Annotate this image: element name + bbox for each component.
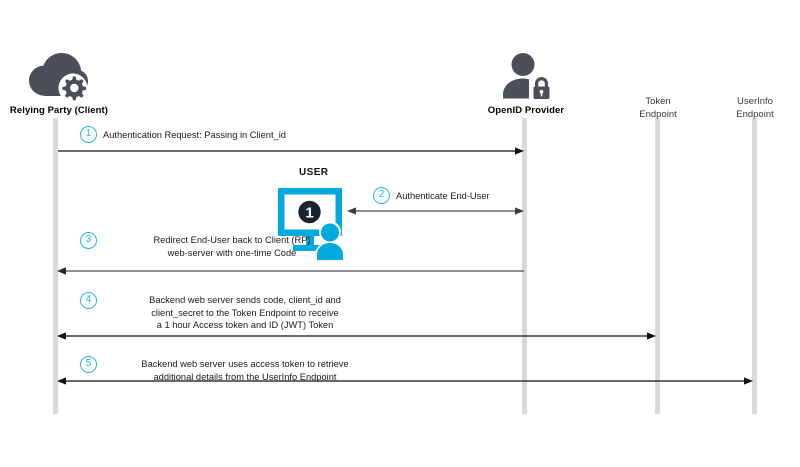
actor-openid-provider: OpenID Provider bbox=[467, 105, 585, 116]
message-label-2: Authenticate End-User bbox=[396, 191, 490, 201]
arrow-message-3 bbox=[57, 267, 524, 275]
arrow-message-2 bbox=[347, 207, 524, 215]
actor-relying-party: Relying Party (Client) bbox=[0, 105, 118, 116]
message-label-5: Backend web server uses access token to … bbox=[141, 359, 349, 382]
step-number-2: 2 bbox=[373, 187, 390, 204]
arrow-message-1 bbox=[58, 147, 524, 155]
lifeline-userinfo-endpoint bbox=[752, 118, 757, 414]
step-number-1: 1 bbox=[80, 126, 97, 143]
actor-label-token-endpoint: Token Endpoint bbox=[608, 95, 708, 121]
actor-label-openid-provider: OpenID Provider bbox=[487, 105, 565, 116]
userinfo-endpoint-line2: Endpoint bbox=[736, 109, 774, 120]
step-number-4: 4 bbox=[80, 292, 97, 309]
actor-label-relying-party: Relying Party (Client) bbox=[9, 105, 109, 116]
message-label-4: Backend web server sends code, client_id… bbox=[149, 295, 341, 330]
monitor-badge-number: 1 bbox=[305, 205, 313, 222]
step-number-3: 3 bbox=[80, 232, 97, 249]
person-lock-icon bbox=[499, 52, 555, 100]
step-number-5: 5 bbox=[80, 356, 97, 373]
lifeline-token-endpoint bbox=[655, 118, 660, 414]
monitor-user-icon: 1 bbox=[276, 186, 350, 262]
lifeline-openid-provider bbox=[522, 118, 527, 414]
cloud-gear-icon bbox=[26, 50, 88, 103]
arrow-message-4 bbox=[57, 332, 656, 340]
arrow-message-5 bbox=[57, 377, 753, 385]
token-endpoint-line2: Endpoint bbox=[639, 109, 677, 120]
token-endpoint-line1: Token bbox=[645, 96, 671, 107]
userinfo-endpoint-line1: UserInfo bbox=[737, 96, 773, 107]
user-node-label: USER bbox=[299, 167, 329, 178]
message-label-3: Redirect End-User back to Client (RP) we… bbox=[153, 235, 311, 258]
actor-label-userinfo-endpoint: UserInfo Endpoint bbox=[705, 95, 800, 121]
lifeline-relying-party bbox=[53, 118, 58, 414]
message-label-1: Authentication Request: Passing in Clien… bbox=[103, 130, 286, 140]
